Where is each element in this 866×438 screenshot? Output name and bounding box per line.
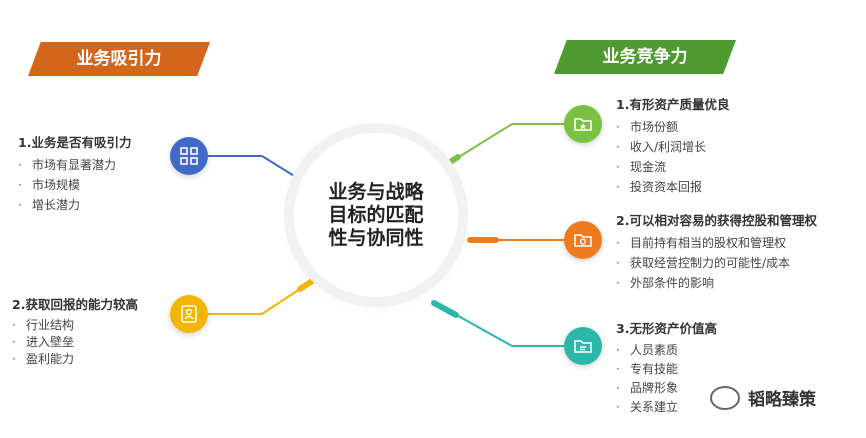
list-item: ·专有技能	[616, 362, 679, 376]
connector-right-1	[433, 123, 564, 174]
list-item: ·人员素质	[616, 343, 679, 357]
left-group-returns: 2.获取回报的能力较高 ·行业结构 ·进入壁垒 ·盈利能力	[12, 294, 138, 368]
list-item: ·现金流	[616, 160, 667, 174]
group-title: 2.可以相对容易的获得控股和管理权	[616, 213, 817, 228]
left-group-attractiveness: 1.业务是否有吸引力 ·市场有显著潜力 ·市场规模 ·增长潜力	[18, 132, 131, 215]
list-item: ·收入/利润增长	[616, 140, 707, 154]
wechat-icon	[710, 385, 740, 410]
group-title: 1.业务是否有吸引力	[18, 135, 132, 150]
list-item: ·获取经营控制力的可能性/成本	[616, 256, 791, 270]
list-item: ·进入壁垒	[12, 335, 75, 349]
list-item: ·盈利能力	[12, 352, 75, 366]
right-group-control: 2.可以相对容易的获得控股和管理权 ·目前持有相当的股权和管理权 ·获取经营控制…	[616, 210, 817, 293]
connector-right-3	[431, 300, 564, 347]
connector-left-2	[208, 273, 323, 315]
watermark: 韬略臻策	[710, 385, 816, 410]
list-item: ·市场规模	[18, 178, 81, 192]
folder-star-icon	[564, 105, 602, 143]
list-item: ·外部条件的影响	[616, 276, 715, 290]
list-item: ·投资资本回报	[616, 180, 703, 194]
list-item: ·关系建立	[616, 400, 679, 414]
banner-business-attractiveness: 业务吸引力	[28, 42, 210, 76]
right-group-tangible-assets: 1.有形资产质量优良 ·市场份额 ·收入/利润增长 ·现金流 ·投资资本回报	[616, 94, 729, 197]
list-item: ·市场有显著潜力	[18, 158, 117, 172]
folder-gear-icon	[564, 221, 602, 259]
list-item: ·行业结构	[12, 318, 75, 332]
group-title: 2.获取回报的能力较高	[12, 297, 138, 312]
watermark-text: 韬略臻策	[748, 390, 816, 410]
folder-doc-icon	[564, 327, 602, 365]
hub-text: 业务与战略目标的匹配性与协同性	[328, 180, 424, 249]
list-item: ·市场份额	[616, 120, 679, 134]
qr-grid-icon	[170, 137, 208, 175]
person-card-icon	[170, 295, 208, 333]
list-item: ·品牌形象	[616, 381, 679, 395]
right-group-intangible-assets: 3.无形资产价值高 ·人员素质 ·专有技能 ·品牌形象 ·关系建立	[616, 318, 717, 417]
list-item: ·目前持有相当的股权和管理权	[616, 236, 787, 250]
group-title: 1.有形资产质量优良	[616, 97, 730, 112]
banner-business-competitiveness: 业务竞争力	[554, 40, 736, 74]
central-hub: 业务与战略目标的匹配性与协同性	[294, 133, 458, 297]
list-item: ·增长潜力	[18, 198, 81, 212]
group-title: 3.无形资产价值高	[616, 321, 717, 336]
